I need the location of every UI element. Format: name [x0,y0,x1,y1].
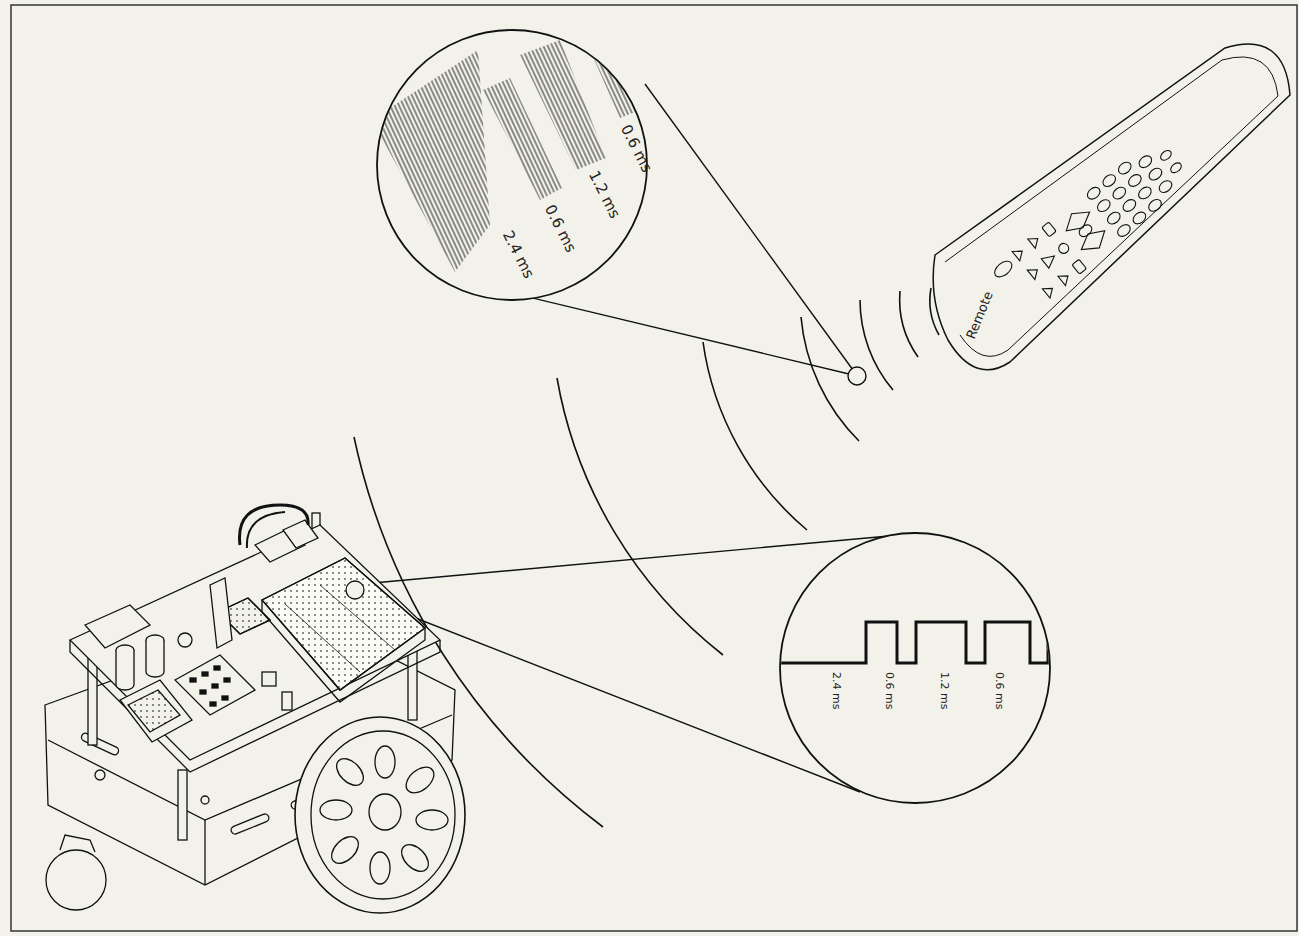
signal-waveform [770,622,1060,663]
frame [11,5,1297,931]
timing-label: 2.4 ms [829,672,842,709]
timing-label: 0.6 ms [541,202,580,255]
brand-label: Remote [964,289,997,341]
timing-label: 1.2 ms [937,672,950,709]
timing-label: 0.6 ms [992,672,1005,709]
timing-label: 1.2 ms [585,168,624,221]
robot [45,505,465,913]
timing-label: 2.4 ms [499,228,538,281]
magnifier-circle [780,533,1050,803]
timing-label: 0.6 ms [882,672,895,709]
remote-control [933,44,1290,370]
timing-label: 0.6 ms [617,122,656,175]
